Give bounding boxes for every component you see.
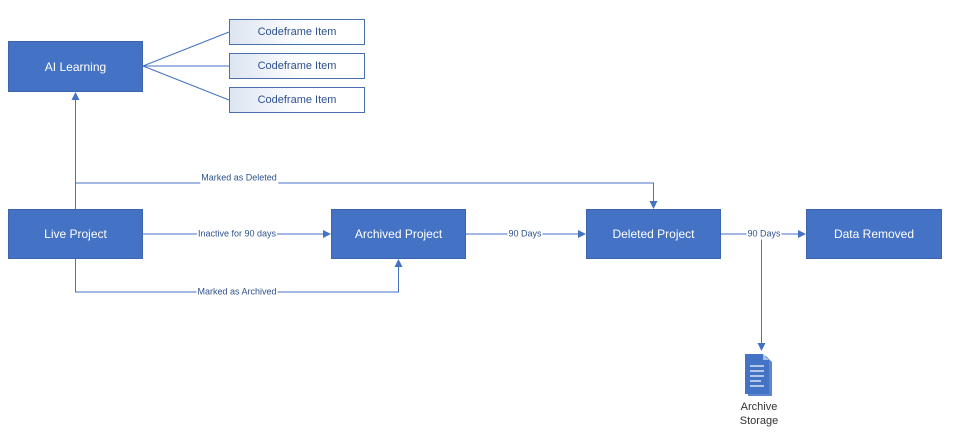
archive-storage-line-1: Archive <box>740 401 778 413</box>
document-stack-icon[interactable] <box>742 352 776 398</box>
edge-label-inactive-90: Inactive for 90 days <box>196 228 278 240</box>
arrow-live-to-deleted <box>75 182 658 209</box>
ai-learning-node[interactable]: AI Learning <box>8 41 143 92</box>
codeframe-item-2[interactable]: Codeframe Item <box>229 53 365 79</box>
archived-project-node[interactable]: Archived Project <box>331 209 466 259</box>
deleted-project-node[interactable]: Deleted Project <box>586 209 721 259</box>
archive-storage-label: Archive Storage <box>719 400 799 428</box>
edge-label-marked-deleted: Marked as Deleted <box>200 172 278 184</box>
edge-label-marked-archived: Marked as Archived <box>196 286 278 298</box>
edge-label-90-days-archived: 90 Days <box>507 228 543 240</box>
data-removed-node[interactable]: Data Removed <box>806 209 942 259</box>
archive-storage-line-2: Storage <box>739 415 779 427</box>
live-project-node[interactable]: Live Project <box>8 209 143 259</box>
codeframe-item-3[interactable]: Codeframe Item <box>229 87 365 113</box>
codeframe-item-1[interactable]: Codeframe Item <box>229 19 365 45</box>
connector-ai-codeframe-3 <box>142 65 230 101</box>
edge-label-90-days-deleted: 90 Days <box>746 228 782 240</box>
connector-ai-codeframe-1 <box>142 31 230 67</box>
